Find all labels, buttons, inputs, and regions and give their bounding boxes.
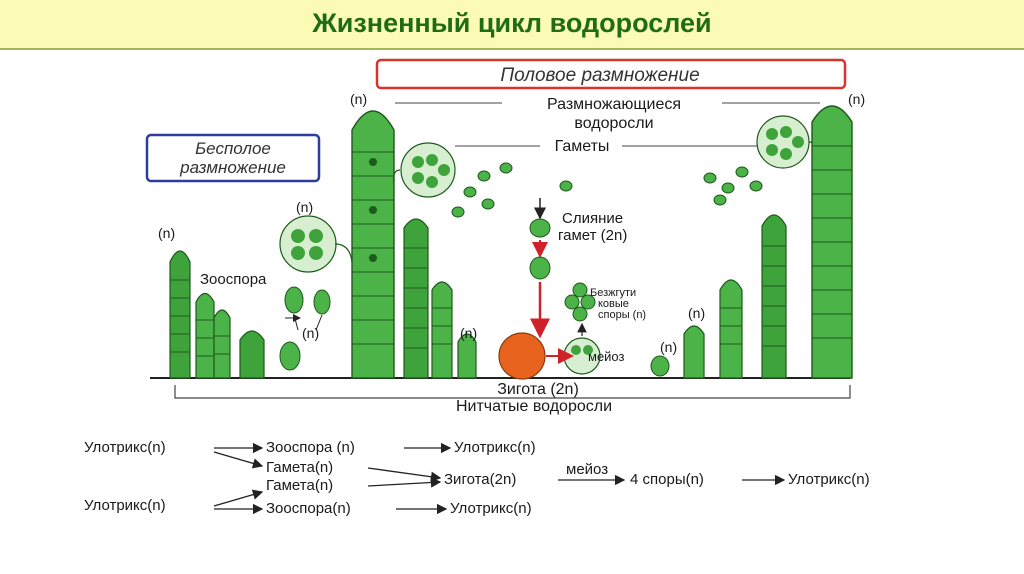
filament-left-2 [195, 292, 215, 379]
ploidy-label: (n) [302, 325, 319, 341]
meiosis-spore [583, 345, 593, 355]
flow-zoospore-1: Зооспора (n) [266, 439, 355, 456]
zoospores [279, 286, 331, 371]
ploidy-label: (n) [460, 325, 477, 341]
flow-ulothrix-2: Улотрикс(n) [84, 497, 166, 514]
flow-zygote: Зигота(2n) [444, 471, 516, 488]
asexual-reproduction-box [145, 133, 321, 183]
gametes-label: Гаметы [555, 138, 610, 155]
flow-ulothrix-1: Улотрикс(n) [84, 439, 166, 456]
asexual-label-line1: Бесполое [195, 139, 271, 158]
filament-tall-right [811, 105, 853, 379]
flagellaless-label-3: споры (n) [598, 309, 646, 321]
fusion-label: Слияние [562, 210, 623, 227]
flow-ulothrix-2-end: Улотрикс(n) [450, 500, 532, 517]
flow-ulothrix-end: Улотрикс(n) [788, 471, 870, 488]
filament-left-3 [213, 309, 231, 379]
flow-gamete-1: Гамета(n) [266, 459, 333, 476]
reproducing-algae-label-2: водоросли [574, 115, 653, 132]
flow-spores: 4 споры(n) [630, 471, 704, 488]
slide-title: Жизненный цикл водорослей [312, 8, 712, 38]
flow-ulothrix-1b: Улотрикс(n) [454, 439, 536, 456]
title-bar: Жизненный цикл водорослей [0, 0, 1024, 50]
filament-mid-1 [403, 218, 429, 379]
asexual-label-line2: размножение [179, 158, 286, 177]
zoospore-sporangium [279, 215, 353, 273]
filament-tall-left [351, 110, 395, 379]
zygote-label: Зигота (2n) [497, 381, 579, 398]
filament-left-1 [169, 250, 191, 379]
filament-right-1 [761, 214, 787, 379]
zoospore-label: Зооспора [200, 271, 267, 288]
flow-arrow [367, 477, 442, 488]
fusing-gametes [529, 218, 551, 238]
gamete-sporangium-left [393, 142, 456, 198]
young-zygote [529, 256, 551, 280]
flagellaless-label-2: ковые [598, 298, 629, 310]
flow-arrow [213, 451, 264, 469]
meiosis-spore [571, 345, 581, 355]
fusion-label-2: гамет (2n) [558, 227, 627, 244]
flow-arrow [213, 489, 264, 507]
ploidy-label: (n) [688, 305, 705, 321]
zygote-cell [498, 332, 546, 380]
ploidy-label: (n) [660, 339, 677, 355]
ploidy-label: (n) [848, 91, 865, 107]
flagellaless-label-1: Безжгути [590, 287, 636, 299]
flagellaless-spores [564, 282, 596, 322]
flow-zoospore-2: Зооспора(n) [266, 500, 351, 517]
flow-arrow [367, 467, 442, 482]
gamete-sporangium-right [756, 115, 819, 169]
flow-gamete-2: Гамета(n) [266, 477, 333, 494]
meiosis-label: мейоз [588, 349, 625, 364]
filament-mid-2 [431, 281, 453, 379]
ploidy-label: (n) [296, 199, 313, 215]
filament-left-4 [239, 330, 265, 379]
ploidy-label: (n) [350, 91, 367, 107]
filamentous-bracket [174, 385, 851, 399]
gametes-left [451, 162, 513, 218]
filament-mid-3 [457, 333, 477, 379]
germinating-spore [650, 355, 670, 377]
flow-meiosis: мейоз [566, 461, 608, 478]
gametes-right [559, 166, 763, 206]
reproducing-algae-label: Размножающиеся [547, 96, 681, 113]
sexual-reproduction-label: Половое размножение [500, 65, 699, 86]
ploidy-label: (n) [158, 225, 175, 241]
sexual-reproduction-box [375, 58, 847, 90]
filament-right-2 [719, 279, 743, 379]
filament-right-3 [683, 325, 705, 379]
filamentous-algae-label: Нитчатые водоросли [456, 398, 612, 415]
